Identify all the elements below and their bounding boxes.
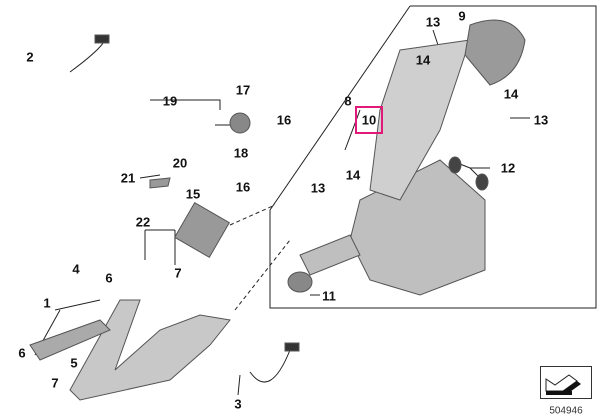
callout-10-highlighted[interactable]: 10 (361, 112, 377, 128)
heat-guard (29, 319, 111, 361)
header-pipes (69, 299, 231, 401)
navigation-arrow-icon[interactable] (540, 366, 592, 399)
muffler (349, 159, 486, 296)
callout-8[interactable]: 8 (344, 93, 352, 109)
assembly-frame (269, 5, 597, 309)
callout-16[interactable]: 16 (276, 112, 292, 128)
callout-14b[interactable]: 14 (503, 86, 519, 102)
clamp (287, 271, 313, 293)
callout-1[interactable]: 1 (43, 295, 51, 311)
callout-22[interactable]: 22 (135, 214, 151, 230)
highlight-box (355, 106, 383, 134)
callout-13[interactable]: 13 (425, 14, 441, 30)
diagram-reference-number: 504946 (549, 405, 583, 417)
callout-18[interactable]: 18 (233, 145, 249, 161)
callout-2[interactable]: 2 (26, 49, 34, 65)
callout-16b[interactable]: 16 (235, 179, 251, 195)
callout-21[interactable]: 21 (120, 170, 136, 186)
callout-14[interactable]: 14 (415, 52, 431, 68)
callout-6[interactable]: 6 (105, 270, 113, 286)
callout-7[interactable]: 7 (174, 265, 182, 281)
end-cap (464, 19, 526, 86)
callout-20[interactable]: 20 (172, 155, 188, 171)
callout-17[interactable]: 17 (235, 82, 251, 98)
callout-13c[interactable]: 13 (310, 180, 326, 196)
callout-4[interactable]: 4 (72, 261, 80, 277)
callout-12[interactable]: 12 (500, 160, 516, 176)
damper (229, 112, 251, 134)
callout-13b[interactable]: 13 (533, 112, 549, 128)
callout-6b[interactable]: 6 (18, 345, 26, 361)
callout-11[interactable]: 11 (322, 288, 336, 304)
callout-3[interactable]: 3 (234, 396, 242, 412)
callout-9[interactable]: 9 (458, 8, 466, 24)
callout-7b[interactable]: 7 (51, 375, 59, 391)
callout-15[interactable]: 15 (185, 186, 201, 202)
link-pipe (299, 234, 361, 276)
bracket (173, 201, 231, 259)
callout-19[interactable]: 19 (162, 93, 178, 109)
callout-14c[interactable]: 14 (345, 167, 361, 183)
callout-5[interactable]: 5 (70, 355, 78, 371)
